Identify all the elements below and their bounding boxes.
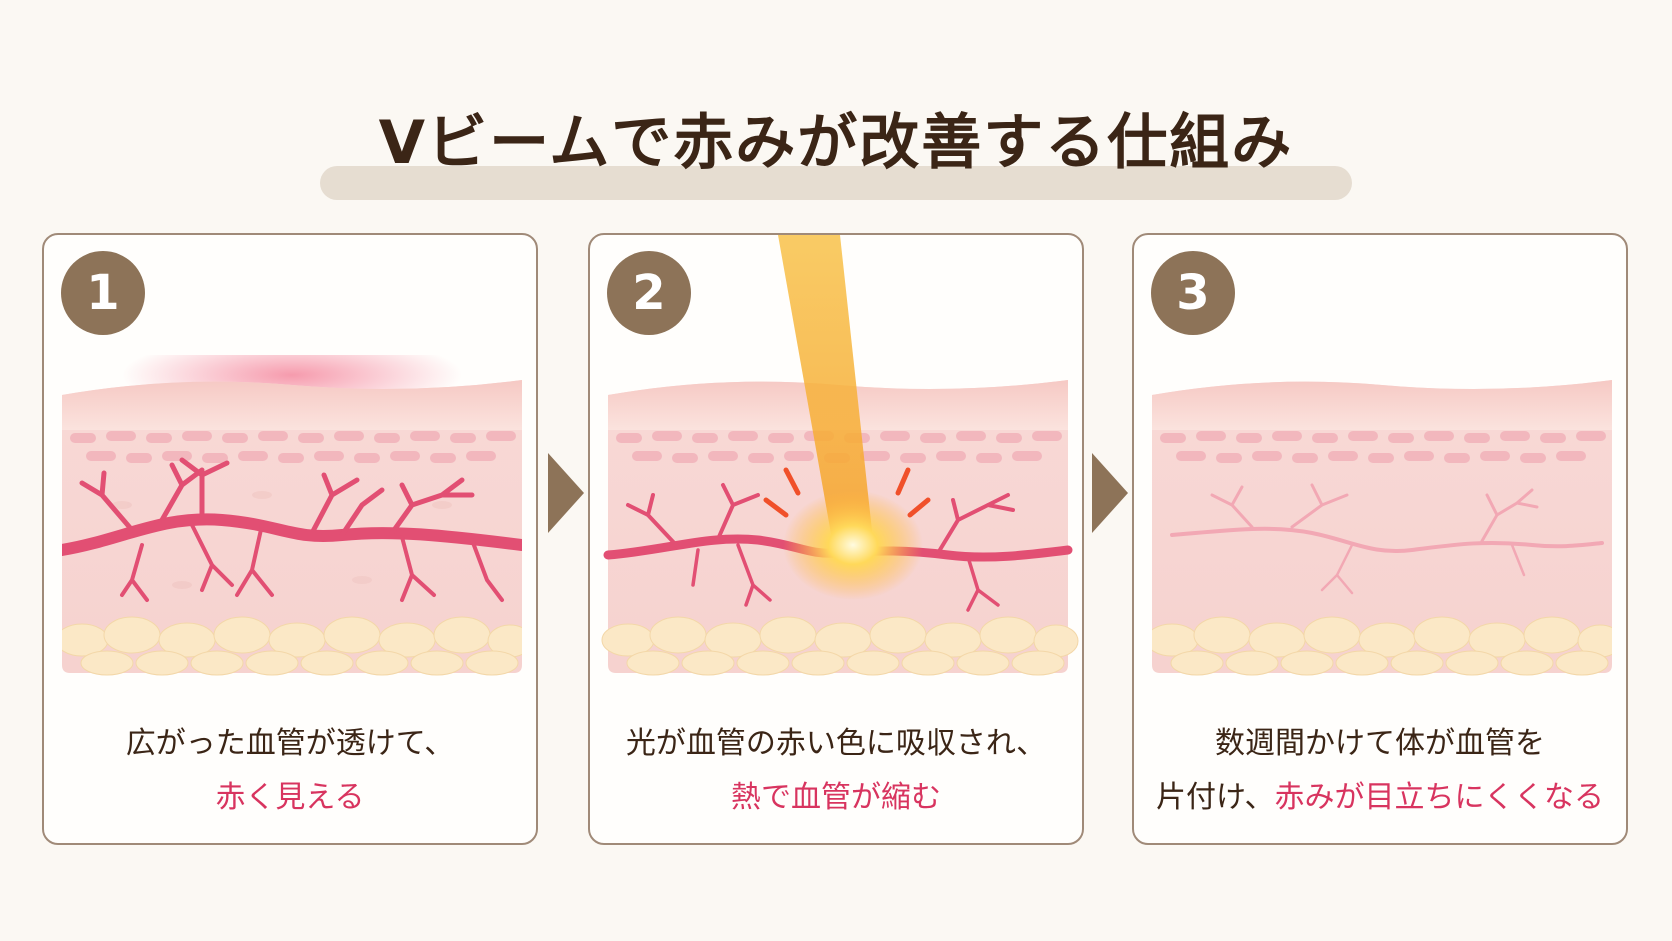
step-2-number-badge: 2	[607, 251, 691, 335]
faded-blood-vessel	[1170, 483, 1604, 595]
fat-layer	[62, 616, 522, 676]
step-arrow-2	[1092, 453, 1128, 533]
fat-layer	[1152, 616, 1612, 676]
fat-layer	[601, 616, 1079, 676]
title-underline-bar	[320, 166, 1352, 200]
step-3-panel: 3	[1132, 233, 1628, 845]
step-2-caption-line1: 光が血管の赤い色に吸収され、	[625, 726, 1047, 761]
step-3-caption-highlight: 赤みが目立ちにくくなる	[1274, 780, 1604, 815]
title-area: Vビームで赤みが改善する仕組み	[320, 100, 1352, 200]
step-1-caption: 広がった血管が透けて、 赤く見える	[44, 717, 536, 825]
step-3-caption-line1: 数週間かけて体が血管を	[1215, 726, 1545, 761]
heat-spot	[783, 490, 923, 600]
heat-marks	[763, 467, 931, 518]
step-2-skin-illustration	[601, 235, 1079, 676]
cell-layer	[70, 431, 516, 463]
dilated-blood-vessel	[62, 457, 522, 602]
step-3-caption-plain: 片付け、	[1156, 780, 1275, 815]
step-2-caption: 光が血管の赤い色に吸収され、 熱で血管が縮む	[590, 717, 1082, 825]
step-3-caption: 数週間かけて体が血管を 片付け、赤みが目立ちにくくなる	[1134, 717, 1626, 825]
epidermis-layer	[1152, 380, 1612, 430]
cell-layer	[1160, 431, 1606, 463]
step-1-number-badge: 1	[61, 251, 145, 335]
step-3-skin-illustration	[1152, 380, 1612, 676]
step-1-caption-line1: 広がった血管が透けて、	[125, 726, 455, 761]
step-1-panel: 1	[42, 233, 538, 845]
step-1-skin-illustration	[62, 355, 522, 676]
page-title: Vビームで赤みが改善する仕組み	[378, 108, 1294, 178]
step-2-panel: 2	[588, 233, 1084, 845]
step-arrow-1	[548, 453, 584, 533]
laser-beam	[778, 235, 873, 545]
step-1-caption-highlight: 赤く見える	[215, 780, 365, 815]
step-2-caption-highlight: 熱で血管が縮む	[731, 780, 941, 815]
epidermis-layer	[62, 380, 522, 430]
step-3-caption-line2: 片付け、赤みが目立ちにくくなる	[1134, 771, 1626, 825]
step-3-number-badge: 3	[1151, 251, 1235, 335]
